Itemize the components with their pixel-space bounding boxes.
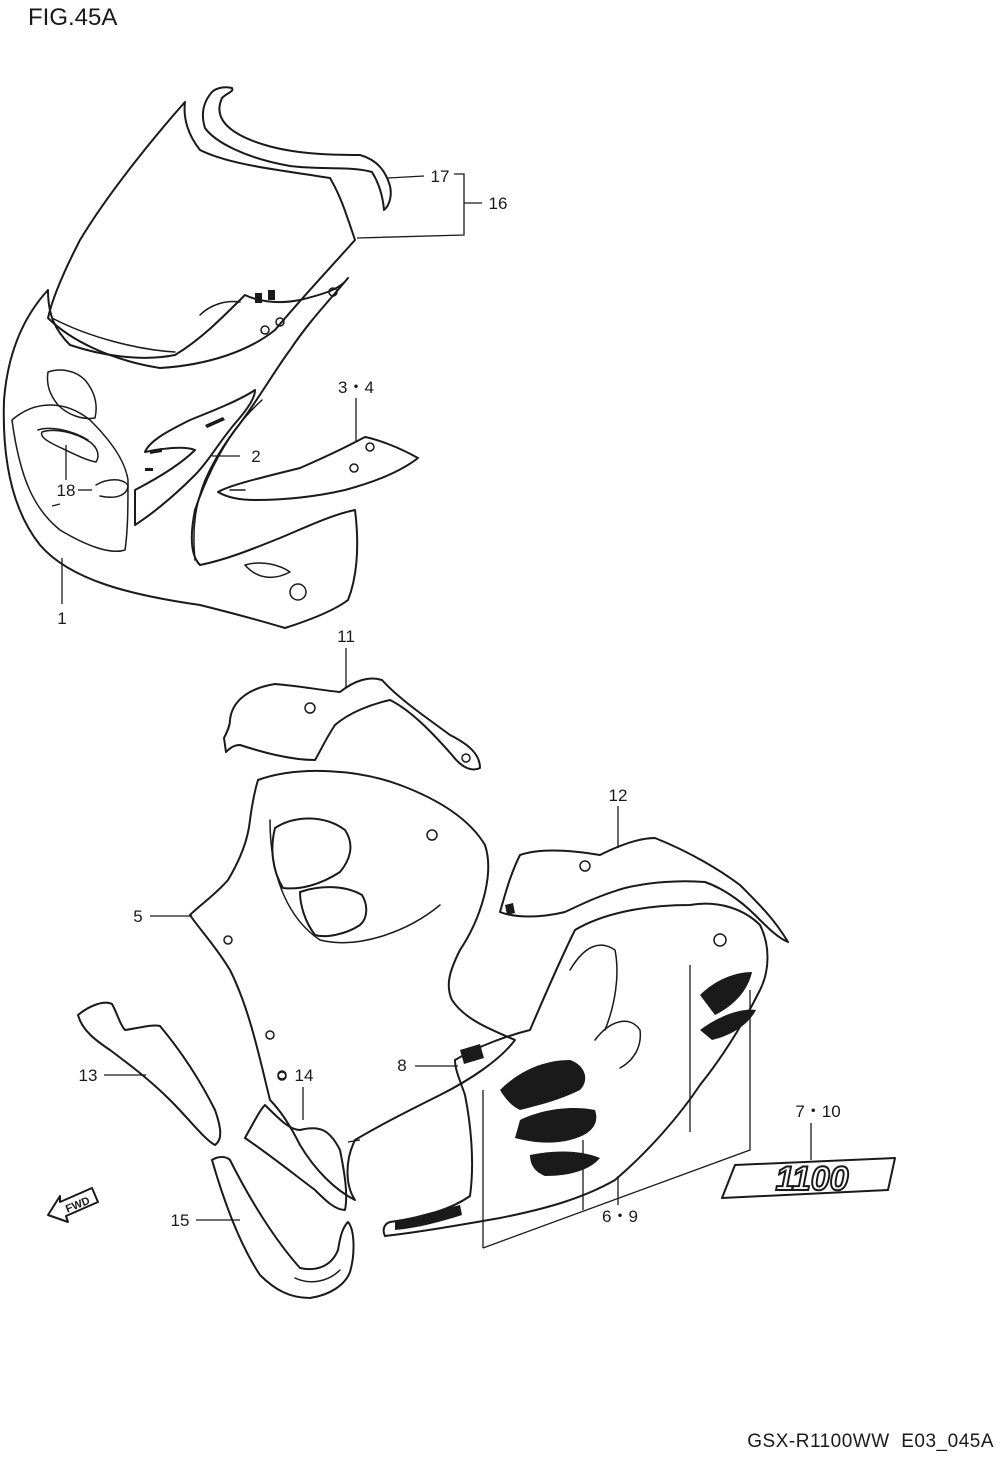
model-code: GSX-R1100WW [747, 1431, 890, 1452]
callout-14: 14 [295, 1066, 314, 1085]
part-11-inner-panel [223, 677, 481, 771]
part-3-4-inner-panel [217, 436, 419, 501]
callout-13: 13 [79, 1066, 98, 1085]
part-5-side-cowling [189, 769, 516, 1201]
callout-17: 17 [431, 167, 450, 186]
leader-lines [51, 173, 812, 1249]
callout-7-10: 7・10 [795, 1102, 840, 1121]
part-8-under-cowling [382, 902, 769, 1237]
part-17-windscreen-trim [202, 86, 392, 211]
callout-11: 11 [337, 627, 355, 646]
part-14-lower-panel [244, 1071, 348, 1211]
part-16-windscreen [47, 101, 356, 369]
part-2-cowling-decal [134, 389, 256, 526]
part-12-inner-panel-rear [499, 837, 789, 943]
callout-18: 18 [57, 481, 76, 500]
part-13-lower-panel [77, 1001, 222, 1146]
callout-2: 2 [251, 447, 260, 466]
callout-8: 8 [397, 1056, 406, 1075]
callout-6-9: 6・9 [602, 1207, 638, 1226]
callout-5: 5 [133, 907, 142, 926]
figure-code: E03_045A [901, 1431, 994, 1452]
diagram-footer: GSX-R1100WW E03_045A [747, 1431, 994, 1453]
emblem-1100-text: 1100 [775, 1160, 848, 1198]
fwd-arrow-icon: FWD [47, 1187, 99, 1223]
callout-12: 12 [609, 786, 628, 805]
part-1-upper-cowling [2, 277, 359, 629]
callout-16: 16 [489, 194, 508, 213]
figure-title: FIG.45A [28, 4, 118, 31]
part-7-10-emblem: 1100 [721, 1157, 896, 1199]
callout-1: 1 [57, 609, 66, 628]
part-15-lower-fairing [211, 1156, 355, 1299]
callout-labels: 17 16 3・4 2 18 1 11 12 5 13 14 8 15 7・10… [57, 167, 841, 1230]
callout-3-4: 3・4 [338, 378, 374, 397]
part-6-9-cowling-decal [395, 972, 756, 1230]
part-18-duct [37, 427, 89, 441]
callout-15: 15 [171, 1211, 190, 1230]
